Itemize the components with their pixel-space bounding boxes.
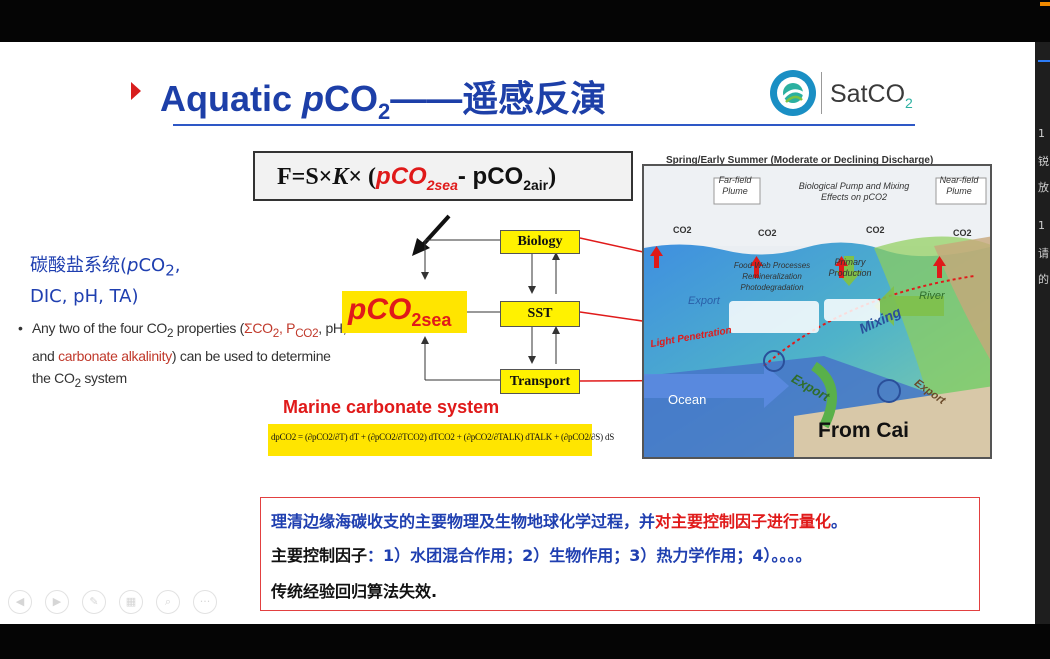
co2-label: CO2 (953, 228, 972, 238)
biology-box: Biology (500, 230, 580, 254)
side-panel: 1 锐 放 1 请 的 (1035, 42, 1050, 624)
diagram-caption: Spring/Early Summer (Moderate or Declini… (666, 155, 934, 166)
zoom-icon[interactable]: ⌕ (156, 590, 180, 614)
notification-mark (1040, 2, 1050, 6)
equation-highlight (268, 424, 592, 456)
pco2sea-label: pCO2sea (348, 293, 452, 330)
marine-carbonate-system-label: Marine carbonate system (283, 397, 500, 417)
co2-label: CO2 (673, 225, 692, 235)
title-arrow-icon (131, 82, 141, 100)
ocean-label: Ocean (668, 392, 707, 407)
summary-box: 理清边缘海碳收支的主要物理及生物地球化学过程，并对主要控制因子进行量化。 主要控… (260, 497, 980, 611)
far-field-plume-label: Far-field Plume (718, 175, 752, 196)
summary-line-2: 主要控制因子：1）水团混合作用；2）生物作用；3）热力学作用；4）。。。。 (271, 546, 812, 565)
side-text: 请 (1038, 247, 1049, 260)
bottom-bar (0, 624, 1050, 659)
pen-icon[interactable]: ✎ (82, 590, 106, 614)
presentation-slide: Aquatic pCO2——遥感反演 SatCO2 F=S×K× (pCO2se… (0, 42, 1035, 624)
side-text: 1 (1038, 219, 1045, 232)
slides-grid-icon[interactable]: ▦ (119, 590, 143, 614)
side-panel-accent (1038, 60, 1050, 62)
bullet-icon: • (18, 320, 23, 336)
formula-arrow (418, 214, 451, 250)
transport-box: Transport (500, 369, 580, 394)
summary-line-3: 传统经验回归算法失效. (271, 582, 438, 601)
export-label: Export (688, 295, 720, 307)
river-label: River (919, 290, 945, 302)
near-field-plume-label: Near-field Plume (939, 175, 979, 196)
logo-text: SatCO2 (830, 80, 913, 111)
pco2-differential-equation: dpCO2 = (∂pCO2/∂T) dT + (∂pCO2/∂TCO2) dT… (271, 432, 615, 442)
title-underline (173, 124, 915, 126)
sst-box: SST (500, 301, 580, 327)
primary-production-label: Primary Production (828, 257, 872, 278)
previous-slide-icon[interactable]: ◀ (8, 590, 32, 614)
side-text: 放 (1038, 181, 1049, 194)
co2-label: CO2 (758, 228, 777, 238)
slide-title: Aquatic pCO2——遥感反演 (160, 78, 607, 125)
food-web-label: Food Web Processes Remineralization Phot… (733, 261, 811, 292)
carbonate-system-heading: 碳酸盐系统(pCO2, DIC, pH, TA) (30, 255, 181, 307)
co2-label: CO2 (866, 225, 885, 235)
flux-formula-box: F=S×K× (pCO2sea- pCO2air) (253, 151, 633, 201)
side-text: 锐 (1038, 155, 1049, 168)
side-text: 的 (1038, 273, 1049, 286)
biological-pump-label: Biological Pump and Mixing Effects on pC… (798, 181, 910, 202)
side-text: 1 (1038, 127, 1045, 140)
source-credit: From Cai (818, 419, 910, 442)
flux-formula: F=S×K× (pCO2sea- pCO2air) (277, 163, 557, 193)
summary-line-1: 理清边缘海碳收支的主要物理及生物地球化学过程，并对主要控制因子进行量化。 (271, 512, 848, 531)
next-slide-icon[interactable]: ▶ (45, 590, 69, 614)
diagram-illustration (644, 166, 990, 457)
top-bar (0, 0, 1050, 42)
pco2sea-highlight (342, 291, 467, 333)
coastal-carbon-diagram (642, 164, 992, 459)
satco2-logo-icon (770, 70, 816, 116)
more-options-icon[interactable]: ··· (193, 590, 217, 614)
logo-divider (821, 72, 822, 114)
